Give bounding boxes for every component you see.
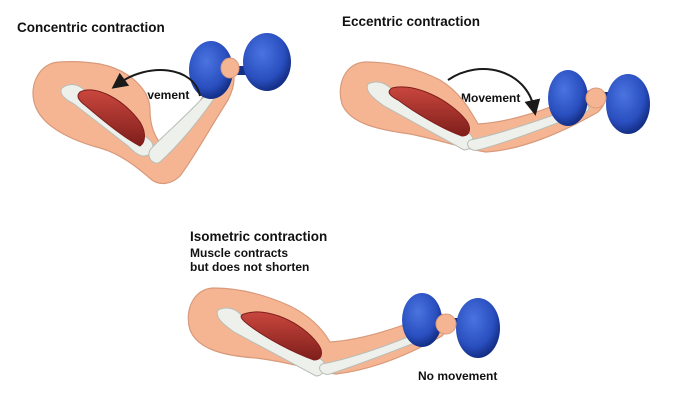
isometric-subtitle-line2: but does not shorten	[190, 260, 310, 274]
eccentric-dumbbell	[548, 70, 650, 134]
isometric-subtitle-line1: Muscle contracts	[190, 246, 289, 260]
concentric-dumbbell	[189, 33, 291, 99]
isometric-dumbbell	[402, 293, 500, 358]
concentric-arm	[32, 61, 235, 185]
concentric-title: Concentric contraction	[17, 20, 165, 35]
isometric-title: Isometric contraction	[190, 229, 328, 244]
eccentric-title: Eccentric contraction	[342, 14, 481, 29]
no-movement-label: No movement	[418, 369, 498, 383]
concentric-movement-arrow	[111, 69, 201, 97]
eccentric-movement-label: Movement	[461, 91, 521, 105]
eccentric-movement-arrow	[447, 68, 541, 116]
isometric-arm	[187, 287, 449, 377]
